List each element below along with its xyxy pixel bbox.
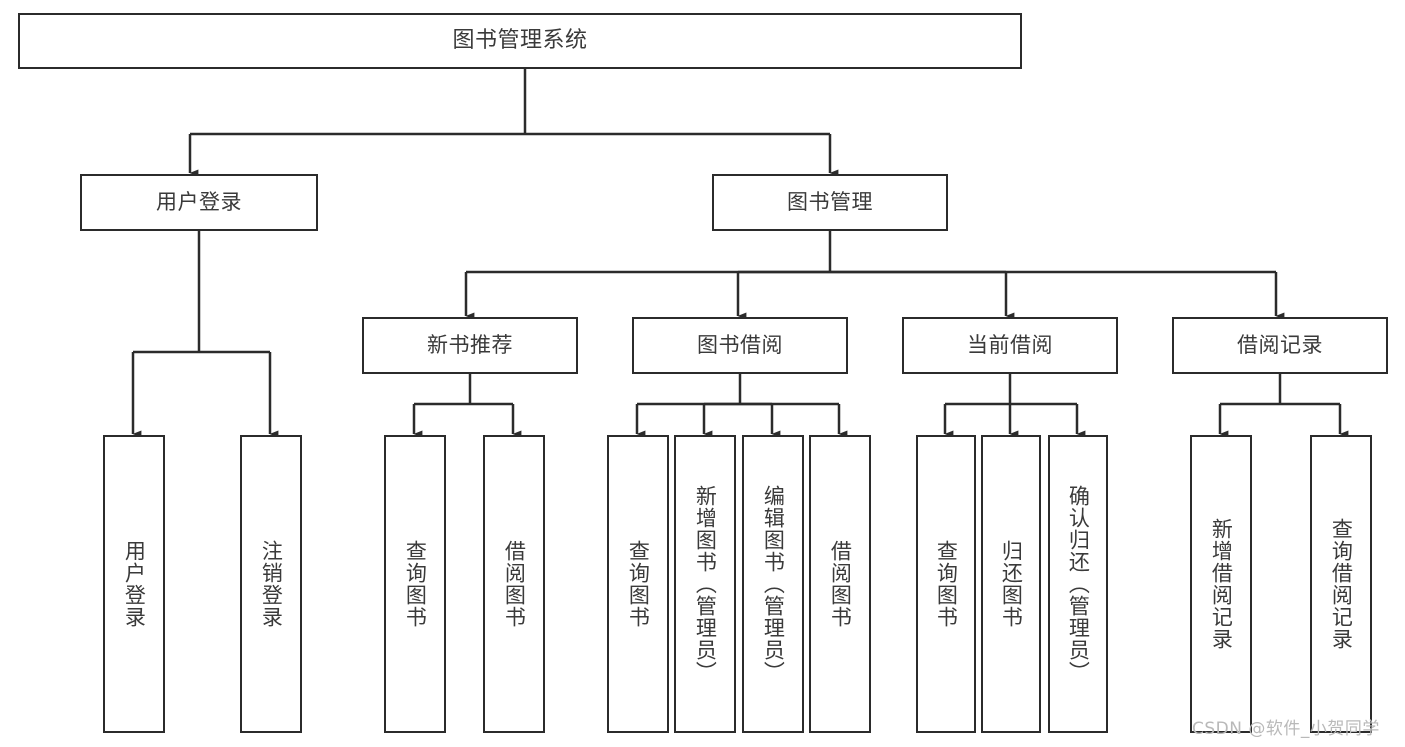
node-label: 编辑图书（管理员）	[761, 485, 786, 683]
node-leaf-add-borrow-record[interactable]: 新增借阅记录	[1190, 435, 1252, 733]
node-user-login[interactable]: 用户登录	[80, 174, 318, 231]
node-leaf-query-book-2[interactable]: 查询图书	[607, 435, 669, 733]
node-new-book-recommend[interactable]: 新书推荐	[362, 317, 578, 374]
node-leaf-query-book-1[interactable]: 查询图书	[384, 435, 446, 733]
node-label: 确认归还（管理员）	[1066, 485, 1091, 683]
node-label: 图书管理系统	[452, 27, 588, 53]
node-label: 借阅图书	[828, 540, 853, 628]
node-book-borrow[interactable]: 图书借阅	[632, 317, 848, 374]
node-leaf-add-book[interactable]: 新增图书（管理员）	[674, 435, 736, 733]
node-borrow-record[interactable]: 借阅记录	[1172, 317, 1388, 374]
node-label: 归还图书	[999, 540, 1024, 628]
node-leaf-confirm-return[interactable]: 确认归还（管理员）	[1048, 435, 1108, 733]
node-label: 新增借阅记录	[1209, 518, 1234, 650]
node-label: 查询图书	[403, 540, 428, 628]
node-label: 查询图书	[934, 540, 959, 628]
node-leaf-logout-login[interactable]: 注销登录	[240, 435, 302, 733]
node-leaf-return-book[interactable]: 归还图书	[981, 435, 1041, 733]
node-current-borrow[interactable]: 当前借阅	[902, 317, 1118, 374]
node-label: 用户登录	[122, 540, 147, 628]
node-label: 借阅图书	[502, 540, 527, 628]
node-leaf-query-borrow-record[interactable]: 查询借阅记录	[1310, 435, 1372, 733]
node-label: 查询借阅记录	[1329, 518, 1354, 650]
node-label: 借阅记录	[1237, 332, 1323, 357]
node-label: 新增图书（管理员）	[693, 485, 718, 683]
node-leaf-user-login[interactable]: 用户登录	[103, 435, 165, 733]
node-label: 注销登录	[259, 540, 284, 628]
node-book-manage[interactable]: 图书管理	[712, 174, 948, 231]
node-root[interactable]: 图书管理系统	[18, 13, 1022, 69]
node-leaf-query-book-3[interactable]: 查询图书	[916, 435, 976, 733]
node-label: 当前借阅	[967, 332, 1053, 357]
node-leaf-borrow-book-1[interactable]: 借阅图书	[483, 435, 545, 733]
node-label: 用户登录	[156, 189, 242, 214]
node-label: 图书借阅	[697, 332, 783, 357]
node-leaf-borrow-book-2[interactable]: 借阅图书	[809, 435, 871, 733]
node-label: 图书管理	[787, 189, 873, 214]
node-label: 新书推荐	[427, 332, 513, 357]
connector-lines	[131, 69, 1349, 438]
node-leaf-edit-book[interactable]: 编辑图书（管理员）	[742, 435, 804, 733]
node-label: 查询图书	[626, 540, 651, 628]
